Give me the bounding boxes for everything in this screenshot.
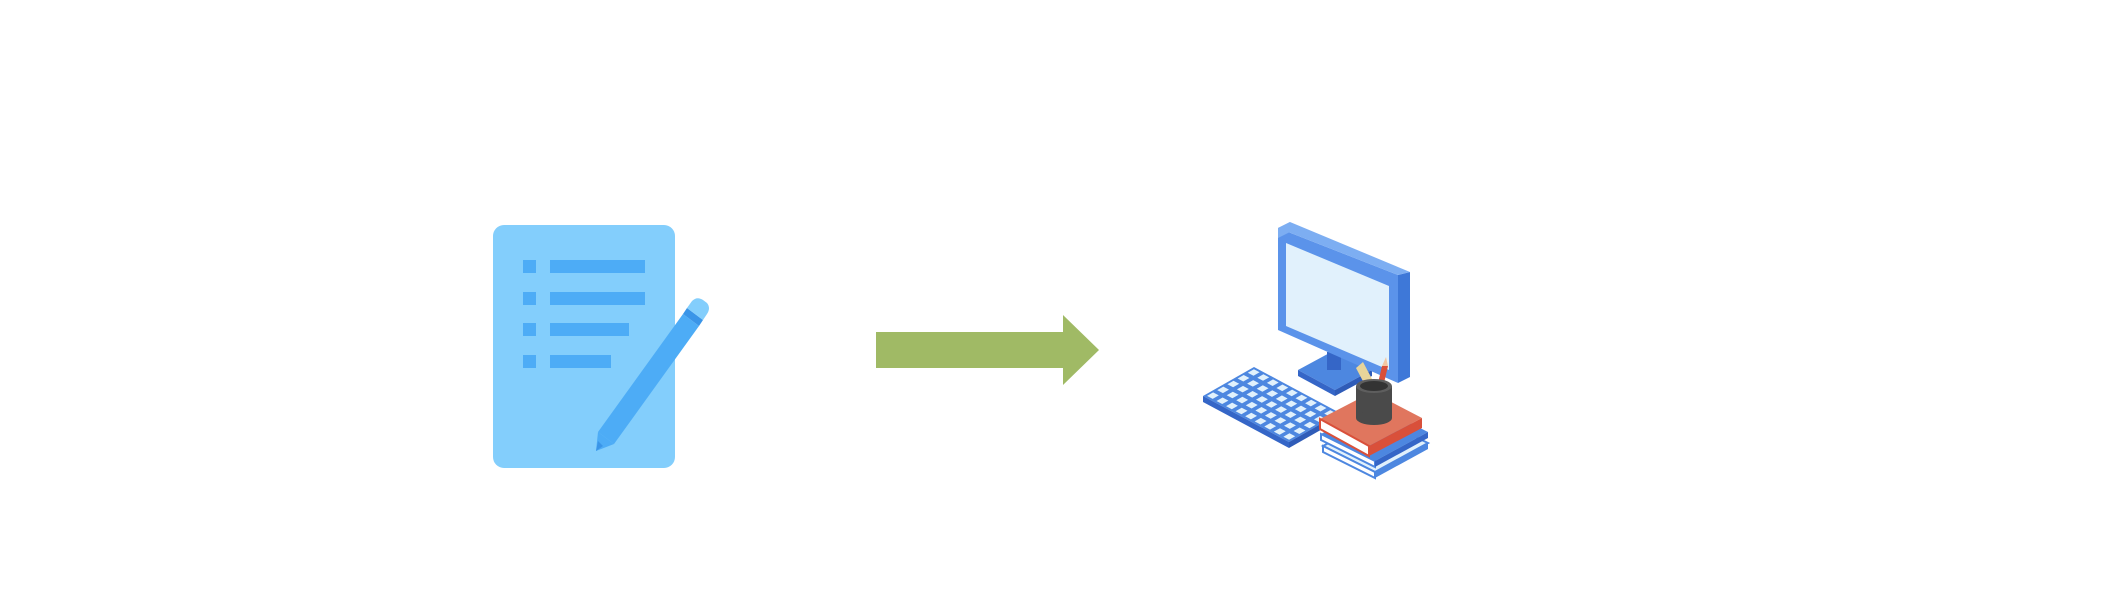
computer-desk-icon: [1203, 222, 1431, 480]
document-line: [550, 355, 611, 368]
flow-arrow: [876, 315, 1099, 385]
keyboard-key: [1295, 394, 1308, 402]
keyboard-key: [1236, 385, 1249, 393]
keyboard-key: [1256, 385, 1269, 392]
keyboard-key: [1286, 389, 1298, 397]
keyboard-key: [1294, 405, 1307, 413]
keyboard-key: [1284, 422, 1296, 429]
pencil-cup: [1356, 357, 1392, 425]
keyboard-key: [1255, 407, 1268, 414]
keyboard-key: [1285, 400, 1298, 408]
keyboard-key: [1226, 391, 1239, 399]
arrow-shape: [876, 315, 1099, 385]
keyboard-key: [1275, 406, 1287, 413]
keyboard-key: [1254, 417, 1267, 425]
keyboard-key: [1276, 384, 1289, 392]
keyboard-key: [1256, 396, 1268, 403]
pencil-icon: [596, 298, 709, 451]
monitor: [1278, 222, 1410, 383]
keyboard-key: [1265, 401, 1278, 408]
keyboard-key: [1217, 386, 1229, 394]
document-bullet: [523, 260, 536, 273]
document-bullet: [523, 292, 536, 305]
keyboard-key: [1273, 428, 1286, 435]
document-bullet: [523, 355, 536, 368]
keyboard-key: [1245, 401, 1258, 409]
keyboard: [1203, 367, 1340, 448]
keyboard-key: [1294, 416, 1307, 424]
keyboard-key: [1264, 423, 1277, 430]
document-with-pencil-icon: [493, 225, 709, 468]
keyboard-key: [1216, 397, 1229, 404]
keyboard-key: [1245, 412, 1257, 420]
keyboard-keys: [1207, 369, 1336, 440]
keyboard-key: [1264, 412, 1277, 419]
keyboard-key: [1305, 399, 1317, 407]
keyboard-key: [1237, 375, 1250, 382]
keyboard-key: [1304, 410, 1317, 418]
keyboard-key: [1247, 369, 1260, 376]
keyboard-key: [1283, 433, 1296, 440]
keyboard-key: [1246, 391, 1259, 398]
keyboard-key: [1236, 396, 1249, 404]
keyboard-key: [1247, 380, 1259, 387]
document-line: [550, 292, 645, 305]
keyboard-key: [1226, 402, 1238, 410]
keyboard-key: [1314, 405, 1327, 412]
document-bullet: [523, 323, 536, 336]
document-line: [550, 260, 645, 273]
keyboard-key: [1235, 407, 1248, 415]
keyboard-key: [1303, 421, 1316, 429]
monitor-screen: [1286, 243, 1389, 370]
keyboard-key: [1207, 392, 1219, 399]
keyboard-key: [1227, 380, 1240, 388]
keyboard-key: [1324, 410, 1336, 417]
keyboard-key: [1274, 417, 1287, 424]
keyboard-key: [1257, 374, 1270, 381]
keyboard-key: [1275, 395, 1288, 402]
document-line: [550, 323, 629, 336]
keyboard-key: [1284, 411, 1297, 418]
keyboard-key: [1266, 390, 1279, 397]
keyboard-key: [1266, 379, 1279, 386]
keyboard-key: [1293, 427, 1306, 434]
